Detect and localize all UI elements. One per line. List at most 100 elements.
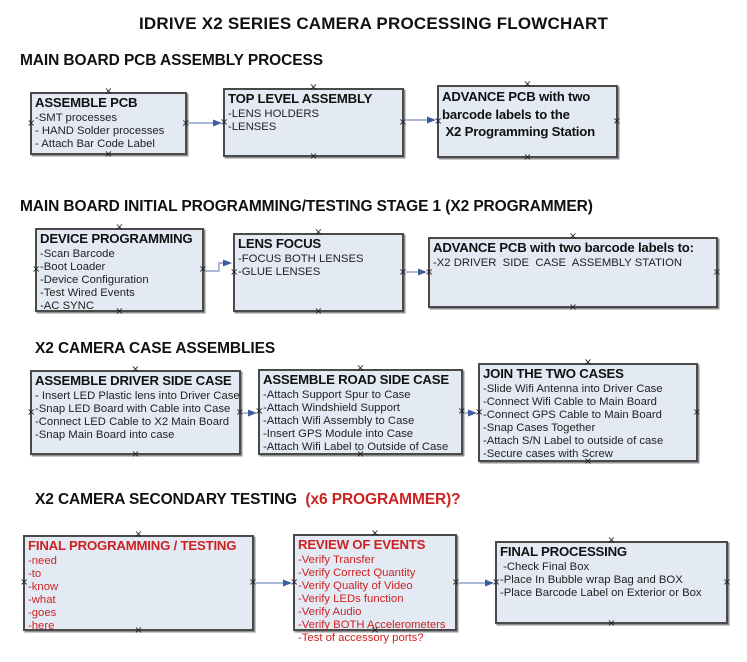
box-line: -LENS HOLDERS <box>228 108 320 120</box>
box-title: ADVANCE PCB with two barcode labels to: <box>433 240 694 255</box>
box-line: -Test Wired Events <box>40 287 135 299</box>
box-line: -Boot Loader <box>40 261 106 273</box>
box-line: - Attach Bar Code Label <box>35 138 155 150</box>
flow-box-lens-focus: ×××× LENS FOCUS -FOCUS BOTH LENSES-GLUE … <box>230 228 407 317</box>
flow-box-advance-pcb-driver-side-station: ×××× ADVANCE PCB with two barcode labels… <box>425 232 721 313</box>
section-heading-text: MAIN BOARD INITIAL PROGRAMMING/TESTING S… <box>20 198 593 215</box>
box-lines: -Check Final Box-Place In Bubble wrap Ba… <box>497 560 726 600</box>
box-line: -Verify Audio <box>298 606 362 618</box>
box-line: -Secure cases with Screw <box>483 448 613 460</box>
box-line: -Insert GPS Module into Case <box>263 428 414 440</box>
flow-box-assemble-driver-side-case: ×××× ASSEMBLE DRIVER SIDE CASE - Insert … <box>27 365 244 460</box>
box-line: -Attach Support Spur to Case <box>263 389 411 401</box>
connector-arrow <box>406 116 436 124</box>
box-title: LENS FOCUS <box>238 236 321 251</box>
box-lines: -X2 DRIVER SIDE CASE ASSEMBLY STATION <box>430 256 716 270</box>
box-line: -LENSES <box>228 121 277 133</box>
box-line: -Verify Transfer <box>298 554 375 566</box>
box-line: -here <box>28 620 55 632</box>
box-line: -Attach Windshield Support <box>263 402 400 414</box>
box-title: ASSEMBLE PCB <box>35 95 138 110</box>
box-line: -Slide Wifi Antenna into Driver Case <box>483 383 663 395</box>
page-title: IDRIVE X2 SERIES CAMERA PROCESSING FLOWC… <box>138 14 609 33</box>
connector-arrow <box>206 259 232 272</box>
box-line: -Verify Correct Quantity <box>298 567 416 579</box>
box-title: FINAL PROCESSING <box>500 544 627 559</box>
box-line: -GLUE LENSES <box>238 266 321 278</box>
flow-box-final-programming-testing: ×××× FINAL PROGRAMMING / TESTING -need-t… <box>20 530 257 636</box>
connector-arrow <box>465 409 477 417</box>
section-heading-secondary-testing: X2 CAMERA SECONDARY TESTING (x6 PROGRAMM… <box>35 491 461 509</box>
box-lines: -need-to-know-what-goes-here <box>25 554 252 633</box>
box-lines: -FOCUS BOTH LENSES-GLUE LENSES <box>235 252 402 279</box>
flow-box-review-of-events: ×××× REVIEW OF EVENTS -Verify Transfer-V… <box>290 529 460 645</box>
box-line: -Check Final Box <box>500 561 590 573</box>
box-line: - HAND Solder processes <box>35 125 165 137</box>
box-line: -X2 DRIVER SIDE CASE ASSEMBLY STATION <box>433 257 683 269</box>
box-line: -Attach Wifi Label to Outside of Case <box>263 441 449 453</box>
box-lines: -LENS HOLDERS-LENSES <box>225 107 402 134</box>
box-lines: -Scan Barcode-Boot Loader-Device Configu… <box>37 247 202 313</box>
box-line: -SMT processes <box>35 112 118 124</box>
box-line: -Snap Main Board into case <box>35 429 175 441</box>
section-heading-initial-programming: MAIN BOARD INITIAL PROGRAMMING/TESTING S… <box>20 198 593 216</box>
box-lines: -SMT processes- HAND Solder processes- A… <box>32 111 185 151</box>
box-lines: -Slide Wifi Antenna into Driver Case-Con… <box>480 382 696 461</box>
section-heading-red-text: (x6 PROGRAMMER)? <box>301 491 461 508</box>
box-line: -FOCUS BOTH LENSES <box>238 253 364 265</box>
box-line: -Attach S/N Label to outside of case <box>483 435 664 447</box>
box-line: -Snap Cases Together <box>483 422 596 434</box>
anchor-marker-icon: × <box>568 302 578 313</box>
box-line: -Connect Wifi Cable to Main Board <box>483 396 657 408</box>
anchor-marker-icon: × <box>314 306 323 317</box>
connector-arrow <box>256 579 292 587</box>
box-line: barcode labels to the <box>442 106 570 122</box>
box-lines: - Insert LED Plastic lens into Driver Ca… <box>32 389 240 442</box>
box-line: -Place In Bubble wrap Bag and BOX <box>500 574 683 586</box>
section-heading-text: MAIN BOARD PCB ASSEMBLY PROCESS <box>20 52 323 69</box>
section-heading-case-assemblies: X2 CAMERA CASE ASSEMBLIES <box>35 340 275 358</box>
anchor-marker-icon: × <box>104 149 113 160</box>
box-line: -Verify Quality of Video <box>298 580 413 592</box>
box-title: ASSEMBLE ROAD SIDE CASE <box>263 372 449 387</box>
flow-box-join-the-two-cases: ×××× JOIN THE TWO CASES -Slide Wifi Ante… <box>475 358 701 467</box>
connector-arrow <box>459 579 494 587</box>
box-title: DEVICE PROGRAMMING <box>40 231 193 246</box>
anchor-marker-icon: × <box>131 449 140 460</box>
connector-arrow <box>406 268 427 276</box>
section-heading-text: X2 CAMERA SECONDARY TESTING <box>35 491 302 508</box>
box-line: -Place Barcode Label on Exterior or Box <box>500 587 702 599</box>
box-line: X2 Programming Station <box>442 124 595 139</box>
section-heading-pcb-assembly: MAIN BOARD PCB ASSEMBLY PROCESS <box>20 52 323 70</box>
box-line: -what <box>28 594 56 606</box>
box-title: JOIN THE TWO CASES <box>483 366 624 381</box>
section-heading-text: X2 CAMERA CASE ASSEMBLIES <box>35 340 276 357</box>
box-line: -AC SYNC <box>40 300 94 312</box>
box-line: ADVANCE PCB with two <box>442 89 591 104</box>
box-line: -Device Configuration <box>40 274 149 286</box>
box-line: -Verify LEDs function <box>298 593 404 605</box>
box-title: FINAL PROGRAMMING / TESTING <box>28 538 237 553</box>
box-line: - Insert LED Plastic lens into Driver Ca… <box>35 390 240 402</box>
box-line: -Connect LED Cable to X2 Main Board <box>35 416 230 428</box>
flow-box-assemble-road-side-case: ×××× ASSEMBLE ROAD SIDE CASE -Attach Sup… <box>255 364 466 460</box>
box-line: -to <box>28 568 42 580</box>
box-title: REVIEW OF EVENTS <box>298 537 426 552</box>
flow-box-top-level-assembly: ×××× TOP LEVEL ASSEMBLY -LENS HOLDERS-LE… <box>220 83 407 162</box>
anchor-marker-icon: × <box>607 618 616 629</box>
box-line: -Snap LED Board with Cable into Case <box>35 403 231 415</box>
box-line: -Scan Barcode <box>40 248 115 260</box>
box-lines: -Attach Support Spur to Case-Attach Wind… <box>260 388 461 454</box>
flow-box-assemble-pcb: ×××× ASSEMBLE PCB -SMT processes- HAND S… <box>27 87 190 160</box>
anchor-marker-icon: × <box>309 151 318 162</box>
connector-arrow <box>243 409 257 417</box>
box-line: -know <box>28 581 59 593</box>
box-line: -Attach Wifi Assembly to Case <box>263 415 415 427</box>
box-title: ASSEMBLE DRIVER SIDE CASE <box>35 373 232 388</box>
box-line: -Test of accessory ports? <box>298 632 424 644</box>
box-line: -Connect GPS Cable to Main Board <box>483 409 662 421</box>
box-lines: ADVANCE PCB with two barcode labels to th… <box>439 87 616 141</box>
connector-arrow <box>189 119 222 127</box>
